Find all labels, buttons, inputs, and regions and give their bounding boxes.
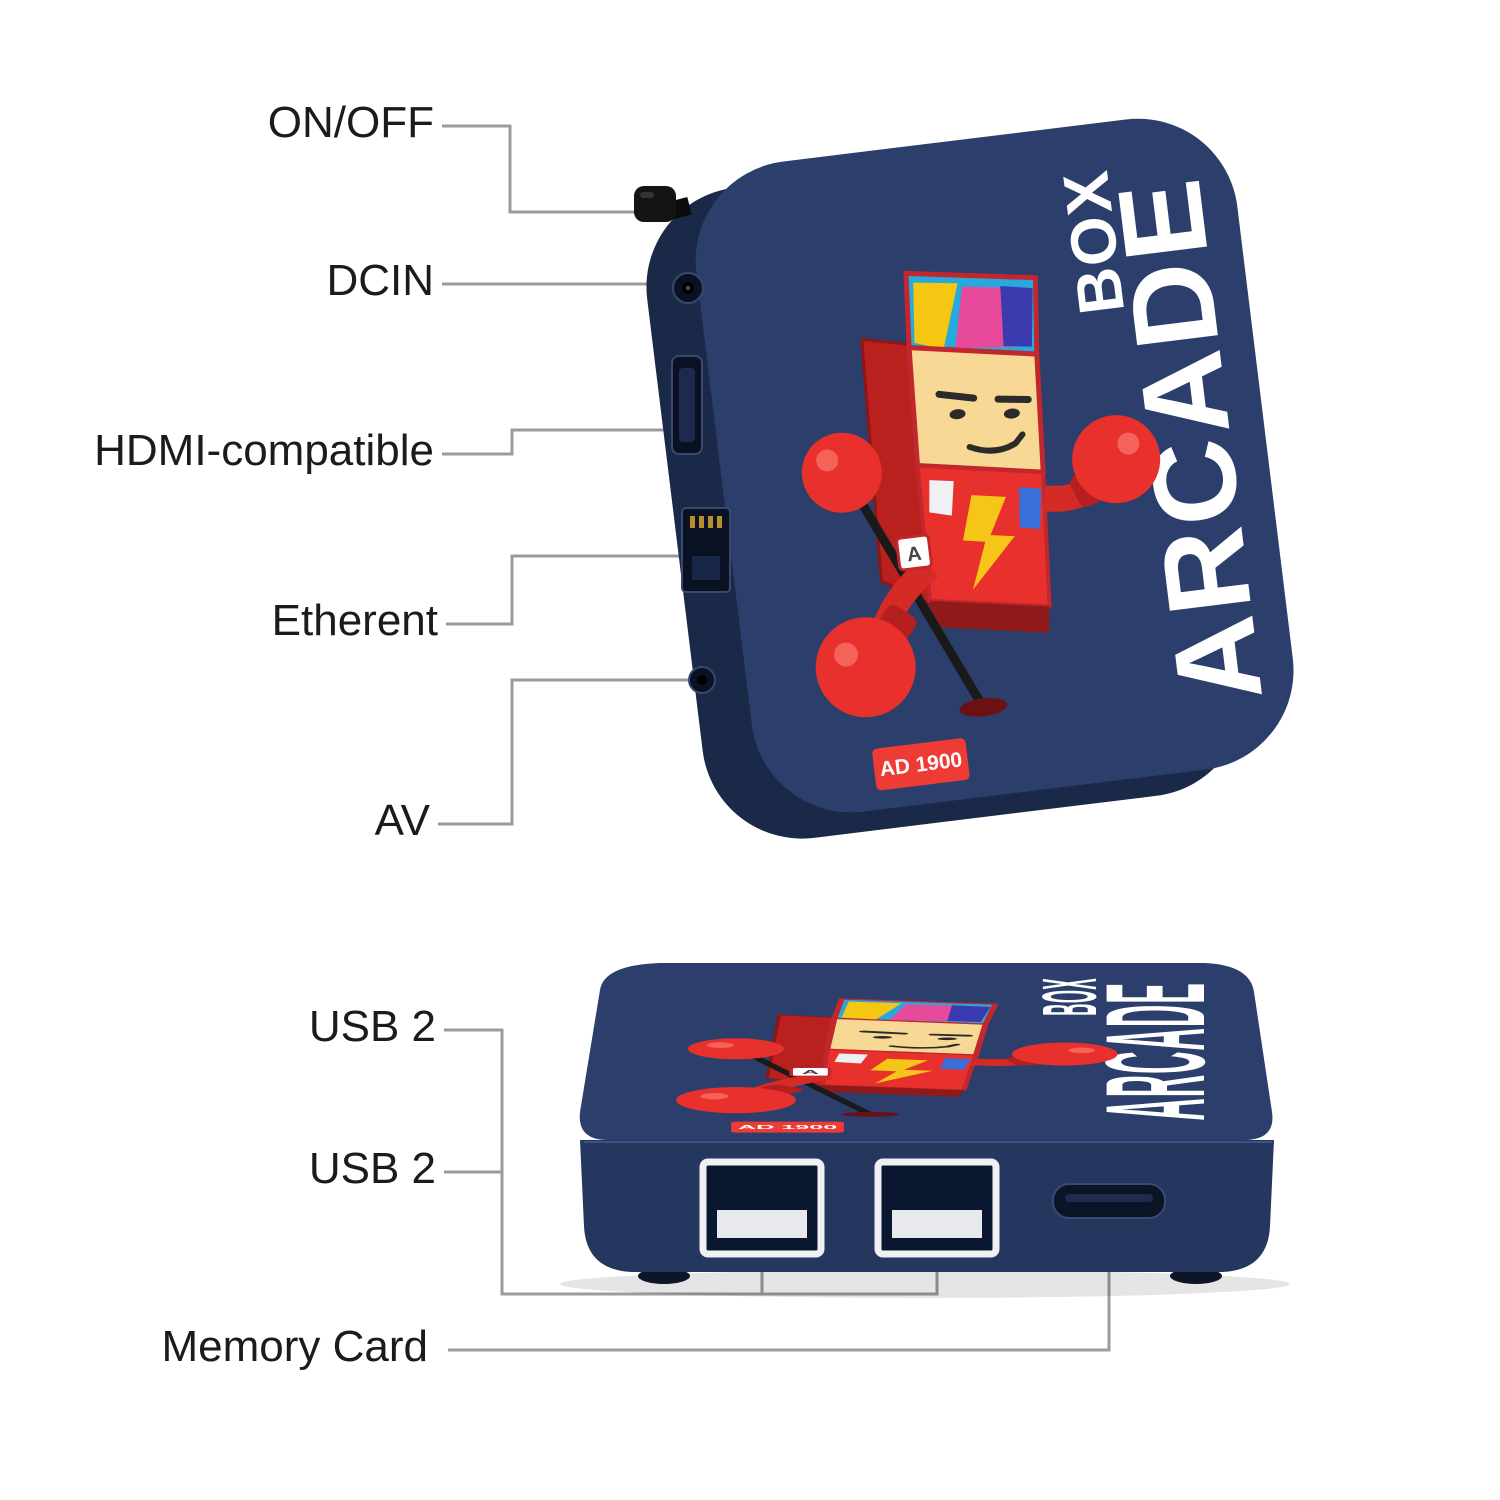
callout-line-ethernet — [446, 554, 680, 626]
usb-port-2 — [874, 1158, 1000, 1258]
label-usb-top: USB 2 — [308, 1002, 436, 1051]
memory-card-slot — [1052, 1183, 1166, 1219]
label-memory-card: Memory Card — [161, 1322, 429, 1371]
console-shadow — [560, 1270, 1290, 1298]
ethernet-port — [681, 507, 731, 593]
label-usb-bottom: USB 2 — [308, 1144, 436, 1193]
console-bottom-view — [560, 963, 1290, 1298]
label-dcin: DCIN — [326, 256, 434, 305]
av-jack — [688, 666, 716, 694]
usb-port-1 — [699, 1158, 825, 1258]
label-hdmi: HDMI-compatible — [94, 426, 434, 475]
callout-line-av — [438, 678, 690, 826]
callout-line-hdmi — [442, 428, 672, 456]
label-ethernet: Etherent — [271, 596, 438, 645]
console-top-view — [646, 118, 1308, 839]
callout-line-on-off — [442, 124, 642, 214]
side-ports — [634, 186, 731, 694]
label-av: AV — [374, 796, 430, 845]
dc-in-jack — [672, 272, 704, 304]
power-button — [634, 186, 692, 222]
label-on-off: ON/OFF — [267, 98, 434, 147]
callout-line-usb — [444, 1028, 939, 1296]
hdmi-port — [671, 355, 703, 455]
